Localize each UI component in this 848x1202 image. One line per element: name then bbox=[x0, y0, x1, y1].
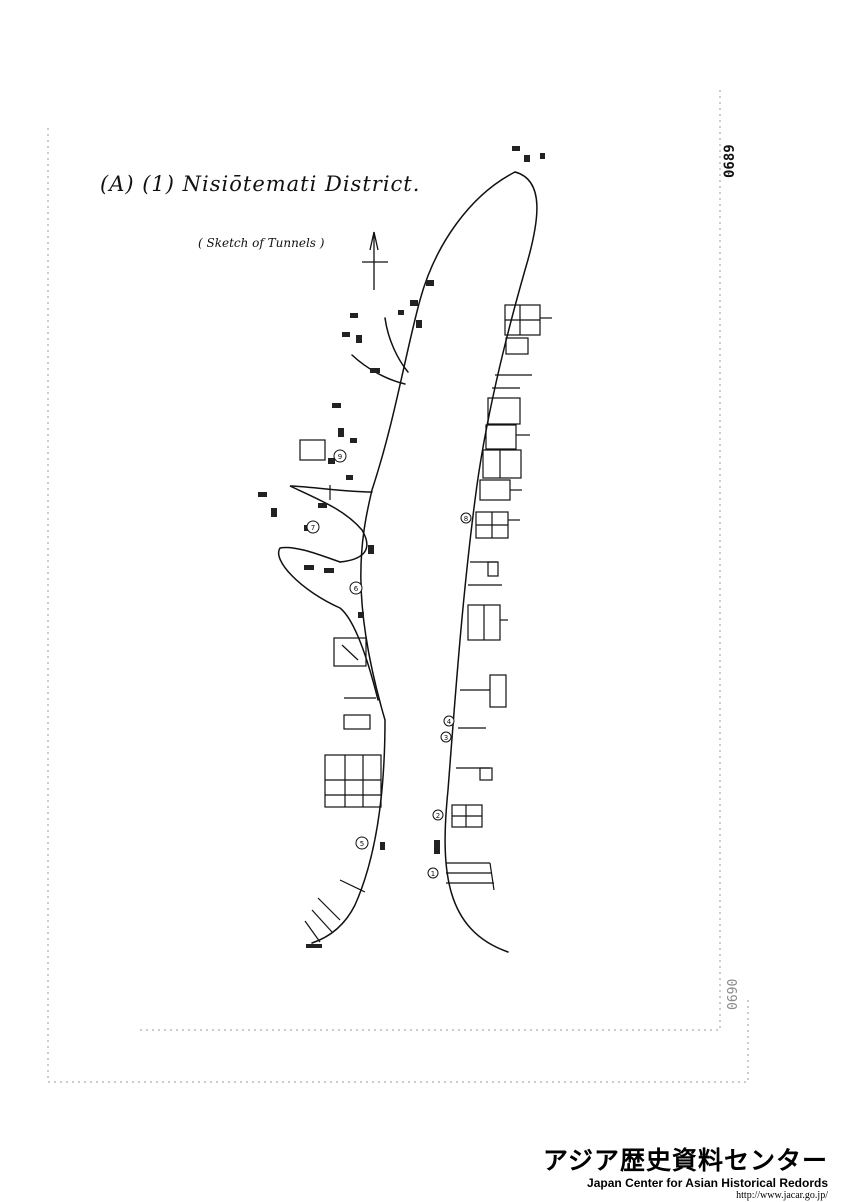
point-marker bbox=[306, 520, 320, 534]
right-buildings bbox=[446, 304, 552, 891]
point-label: 8 bbox=[464, 515, 468, 523]
point-label: 6 bbox=[354, 585, 359, 593]
tunnel-markers bbox=[258, 146, 545, 948]
point-marker bbox=[443, 715, 455, 727]
point-marker bbox=[349, 581, 363, 595]
point-marker bbox=[440, 731, 452, 743]
point-marker bbox=[355, 836, 369, 850]
document-number: 0689 bbox=[722, 144, 738, 178]
point-markers bbox=[306, 449, 472, 879]
north-arrow bbox=[362, 231, 388, 290]
watermark-url: http://www.jacar.go.jp/ bbox=[736, 1190, 828, 1201]
point-label: 7 bbox=[311, 524, 315, 532]
point-label: 5 bbox=[360, 840, 364, 848]
point-marker bbox=[333, 449, 347, 463]
point-marker bbox=[460, 512, 472, 524]
archive-watermark: アジア歴史資料センター Japan Center for Asian Histo… bbox=[543, 1146, 828, 1202]
map-subtitle: ( Sketch of Tunnels ) bbox=[198, 236, 325, 250]
left-buildings bbox=[299, 439, 382, 943]
terrain-outline bbox=[277, 171, 538, 953]
watermark-english: Japan Center for Asian Historical Redord… bbox=[587, 1176, 828, 1190]
point-label: 9 bbox=[338, 453, 342, 461]
document-number-faint: 0690 bbox=[726, 978, 741, 1010]
point-label: 1 bbox=[431, 870, 435, 878]
point-label: 2 bbox=[436, 812, 440, 820]
page-border bbox=[47, 90, 749, 1083]
watermark-japanese: アジア歴史資料センター bbox=[542, 1146, 828, 1175]
point-label: 3 bbox=[444, 734, 448, 742]
point-marker bbox=[432, 809, 444, 821]
map-title: (A) (1) Nisiōtemati District. bbox=[100, 172, 421, 196]
point-label: 4 bbox=[447, 718, 452, 726]
point-marker bbox=[427, 867, 439, 879]
